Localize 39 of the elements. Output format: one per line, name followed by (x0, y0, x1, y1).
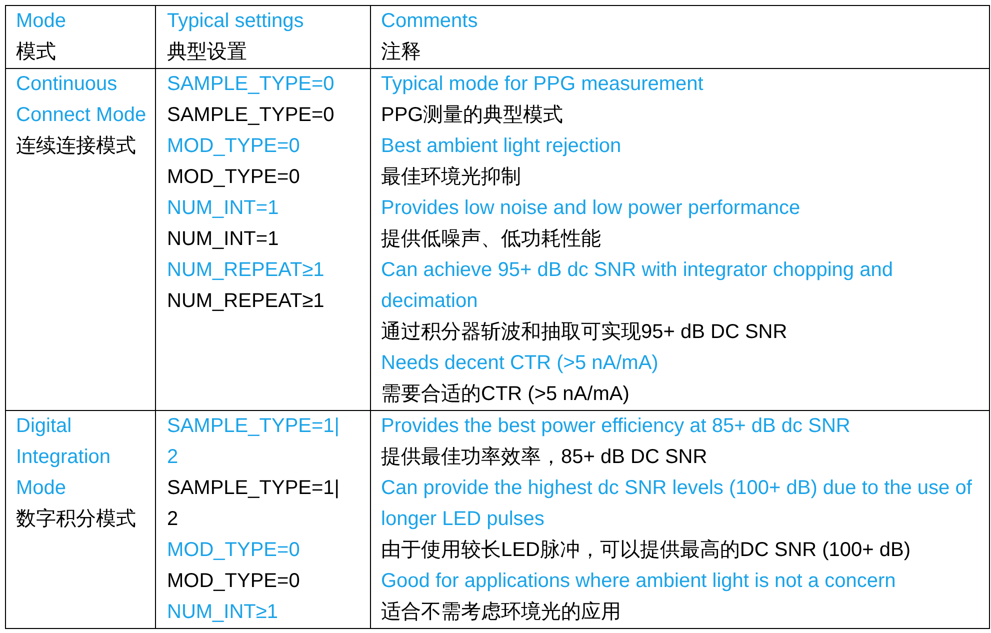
cell-text: Continuous Connect Mode (16, 72, 147, 128)
cell-text: MOD_TYPE=0 (167, 165, 301, 190)
cell-text: Provides low noise and low power performance (381, 196, 802, 221)
cell-text: NUM_INT=1 (167, 196, 280, 221)
cell-text: 典型设置 (167, 40, 248, 65)
cell-text: Best ambient light rejection (381, 134, 622, 159)
cell-text: Good for applications where ambient light is not a concern (381, 569, 897, 594)
cell-text: SAMPLE_TYPE=0 (167, 103, 336, 128)
cell-text: Typical settings (167, 9, 305, 34)
cell-text: SAMPLE_TYPE=1|2 (167, 476, 340, 532)
cell-text: 通过积分器斩波和抽取可实现95+ dB DC SNR (381, 320, 788, 345)
cell-text: NUM_INT=1 (167, 227, 280, 252)
cell-text: MOD_TYPE=0 (167, 134, 301, 159)
cell-text: Needs decent CTR (>5 nA/mA) (381, 351, 660, 376)
cell-text: 模式 (16, 40, 57, 65)
cell-text: MOD_TYPE=0 (167, 569, 301, 594)
cell-text: Comments (381, 9, 479, 34)
cell-text: Can provide the highest dc SNR levels (100+ dB) due to the use of longer LED pulses (381, 476, 973, 532)
cell-text: Mode (16, 9, 68, 34)
cell-text: Provides the best power efficiency at 85+ dB dc SNR (381, 414, 852, 439)
cell-text: Typical mode for PPG measurement (381, 72, 704, 97)
cell-text: 注释 (381, 40, 422, 65)
cell-text: PPG测量的典型模式 (381, 103, 564, 128)
cell-text: 提供低噪声、低功耗性能 (381, 227, 602, 252)
cell-text: Digital Integration Mode (16, 414, 112, 501)
cell-text: SAMPLE_TYPE=1|2 (167, 414, 340, 470)
cell-text: Can achieve 95+ dB dc SNR with integrator chopping and decimation (381, 258, 894, 314)
cell-text: 提供最佳功率效率，85+ dB DC SNR (381, 445, 708, 470)
cell-text: NUM_REPEAT≥1 (167, 258, 326, 283)
cell-text: SAMPLE_TYPE=0 (167, 72, 336, 97)
cell-text: NUM_REPEAT≥1 (167, 289, 326, 314)
cell-text: 连续连接模式 (16, 134, 137, 159)
cell-text: MOD_TYPE=0 (167, 538, 301, 563)
cell-text: NUM_INT≥1 (167, 600, 279, 625)
cell-text: 数字积分模式 (16, 507, 137, 532)
cell-text: 需要合适的CTR (>5 nA/mA) (381, 382, 630, 407)
cell-text: 最佳环境光抑制 (381, 165, 522, 190)
cell-text: 适合不需考虑环境光的应用 (381, 600, 622, 625)
cell-text: 由于使用较长LED脉冲，可以提供最高的DC SNR (100+ dB) (381, 538, 912, 563)
